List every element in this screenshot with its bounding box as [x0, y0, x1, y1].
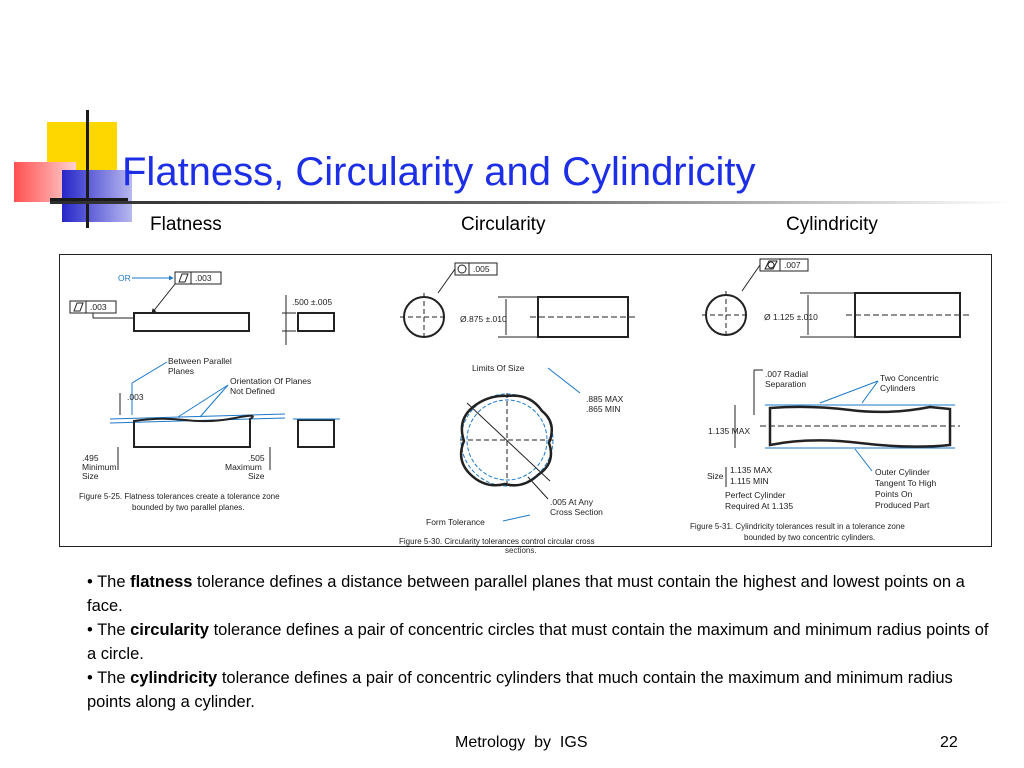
flatness-fcf-value: .003: [195, 273, 212, 283]
flatness-fcf-top: [174, 271, 222, 285]
cylindricity-perfect-1: Perfect Cylinder: [725, 490, 786, 500]
circularity-form-tolerance: Form Tolerance: [426, 517, 485, 527]
cylindricity-max-dim: 1.135 MAX: [708, 426, 750, 436]
flatness-between-label: Between Parallel: [168, 356, 232, 366]
bullet-text: tolerance defines a pair of concentric c…: [87, 669, 953, 711]
flatness-orientation-label-2: Not Defined: [230, 386, 275, 396]
circularity-caption: Figure 5-30. Circularity tolerances cont…: [399, 537, 595, 546]
flatness-orientation-label: Orientation Of Planes: [230, 376, 311, 386]
cylindricity-caption: Figure 5-31. Cylindricity tolerances res…: [690, 522, 905, 531]
cylindricity-cylinder-side: [854, 292, 961, 338]
cylindricity-perfect-2: Required At 1.135: [725, 501, 793, 511]
bullet-term: circularity: [130, 621, 209, 639]
column-heading-flatness: Flatness: [150, 214, 222, 235]
circularity-caption-2: sections.: [505, 546, 537, 555]
circularity-any-cross-2: Cross Section: [550, 507, 603, 517]
cylindricity-diameter-dim: Ø 1.125 ±.010: [764, 312, 818, 322]
flatness-between-label-2: Planes: [168, 366, 194, 376]
circularity-cylinder-side: [537, 296, 629, 338]
circularity-fcf-value: .005: [473, 264, 490, 274]
bullet-prefix: The: [97, 669, 131, 687]
flatness-symbol-icon: [178, 273, 189, 283]
circularity-symbol-icon: [457, 264, 467, 274]
circularity-actual-profile: [459, 394, 554, 487]
cylindricity-outer-3: Points On: [875, 489, 913, 499]
bullet-prefix: The: [97, 621, 131, 639]
flatness-caption: Figure 5-25. Flatness tolerances create …: [79, 492, 280, 501]
deco-blue-square: [62, 170, 132, 222]
bullet-term: flatness: [130, 573, 193, 591]
bullet-text: tolerance defines a pair of concentric c…: [87, 621, 989, 663]
flatness-max-label: Maximum: [225, 462, 262, 472]
flatness-part-side: [297, 312, 335, 332]
cylindricity-caption-2: bounded by two concentric cylinders.: [744, 533, 875, 542]
bullet-term: cylindricity: [130, 669, 218, 687]
flatness-fcf-left-value: .003: [90, 302, 107, 312]
cylindricity-outer-2: Tangent To High: [875, 478, 937, 488]
cylindricity-two-concentric: Two Concentric: [880, 373, 939, 383]
cylindricity-size-max: 1.135 MAX: [730, 465, 772, 475]
circularity-drawing: .005 Ø.875 ±.010 Limits Of Size .885 MAX…: [399, 262, 638, 546]
flatness-max-label-2: Size: [248, 471, 265, 481]
cylindricity-size-min: 1.115 MIN: [730, 476, 769, 486]
cylindricity-two-concentric-2: Cylinders: [880, 383, 915, 393]
flatness-part-top: [133, 312, 250, 332]
page-number: 22: [940, 734, 958, 751]
flatness-or-label: OR: [118, 273, 131, 283]
cylindricity-symbol-icon: [764, 260, 778, 270]
bullet-cylindricity: • The cylindricity tolerance defines a p…: [87, 669, 953, 711]
deco-vertical-line: [86, 110, 89, 228]
circularity-limits-label: Limits Of Size: [472, 363, 525, 373]
flatness-part-actual: [133, 414, 254, 448]
bullet-flatness: • The flatness tolerance defines a dista…: [87, 573, 965, 615]
tolerance-drawings: .003 OR .003 .500 ±.005 Between Parallel…: [69, 258, 970, 546]
flatness-min-label-2: Size: [82, 471, 99, 481]
bullet-circularity: • The circularity tolerance defines a pa…: [87, 621, 989, 663]
flatness-caption-2: bounded by two parallel planes.: [132, 503, 245, 512]
title-underline: [50, 201, 1010, 204]
flatness-size-dim: .500 ±.005: [292, 297, 332, 307]
flatness-min-label: Minimum: [82, 462, 116, 472]
circularity-limit-inner: [466, 399, 548, 481]
circularity-max-value: .885 MAX: [586, 394, 624, 404]
circularity-any-cross: .005 At Any: [550, 497, 594, 507]
cylindricity-size-label: Size: [707, 471, 724, 481]
flatness-min-value: .495: [82, 453, 99, 463]
bullet-text: tolerance defines a distance between par…: [87, 573, 965, 615]
cylindricity-radial-label: .007 Radial: [765, 369, 808, 379]
column-heading-circularity: Circularity: [461, 214, 546, 235]
deco-horizontal-line: [50, 198, 128, 201]
footer-text: Metrology by IGS: [455, 734, 588, 751]
flatness-max-value: .505: [248, 453, 265, 463]
flatness-drawing: .003 OR .003 .500 ±.005 Between Parallel…: [69, 271, 340, 512]
cylindricity-drawing: .007 Ø 1.125 ±.010 .007 Radial Separatio…: [690, 258, 970, 542]
circularity-diameter-dim: Ø.875 ±.010: [460, 314, 507, 324]
bullet-prefix: The: [97, 573, 131, 591]
cylindricity-actual-part: [768, 405, 952, 448]
slide-title: Flatness, Circularity and Cylindricity: [122, 150, 756, 194]
cylindricity-outer-1: Outer Cylinder: [875, 467, 930, 477]
cylindricity-fcf-value: .007: [784, 260, 801, 270]
bullet-list: • The flatness tolerance defines a dista…: [87, 570, 999, 714]
circularity-min-value: .865 MIN: [586, 404, 621, 414]
cylindricity-radial-label-2: Separation: [765, 379, 806, 389]
column-heading-cylindricity: Cylindricity: [786, 214, 878, 235]
flatness-zone-dim: .003: [127, 392, 144, 402]
cylindricity-outer-4: Produced Part: [875, 500, 930, 510]
tolerance-figure-panel: .003 OR .003 .500 ±.005 Between Parallel…: [59, 254, 992, 547]
